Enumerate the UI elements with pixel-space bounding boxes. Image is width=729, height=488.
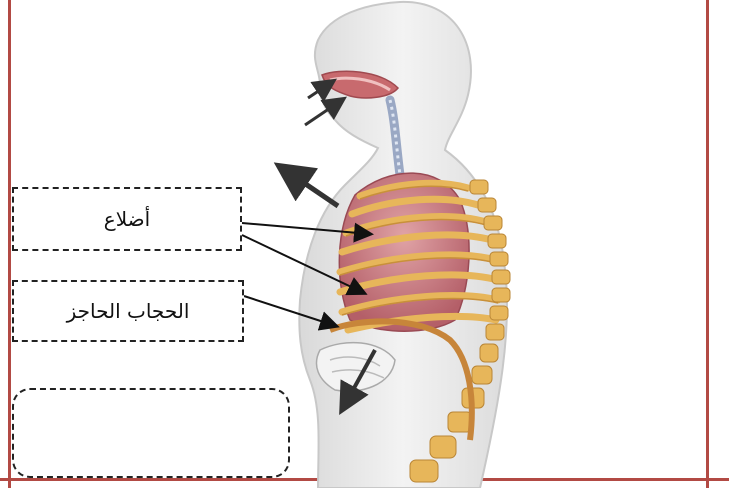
ribs-label: أضلاع [104, 207, 150, 231]
diaphragm-label: الحجاب الحاجز [67, 299, 190, 323]
chest-expansion-arrow [282, 168, 338, 206]
blank-answer-box[interactable] [12, 388, 290, 478]
diaphragm-label-box: الحجاب الحاجز [12, 280, 244, 342]
ribs-label-box: أضلاع [12, 187, 242, 251]
